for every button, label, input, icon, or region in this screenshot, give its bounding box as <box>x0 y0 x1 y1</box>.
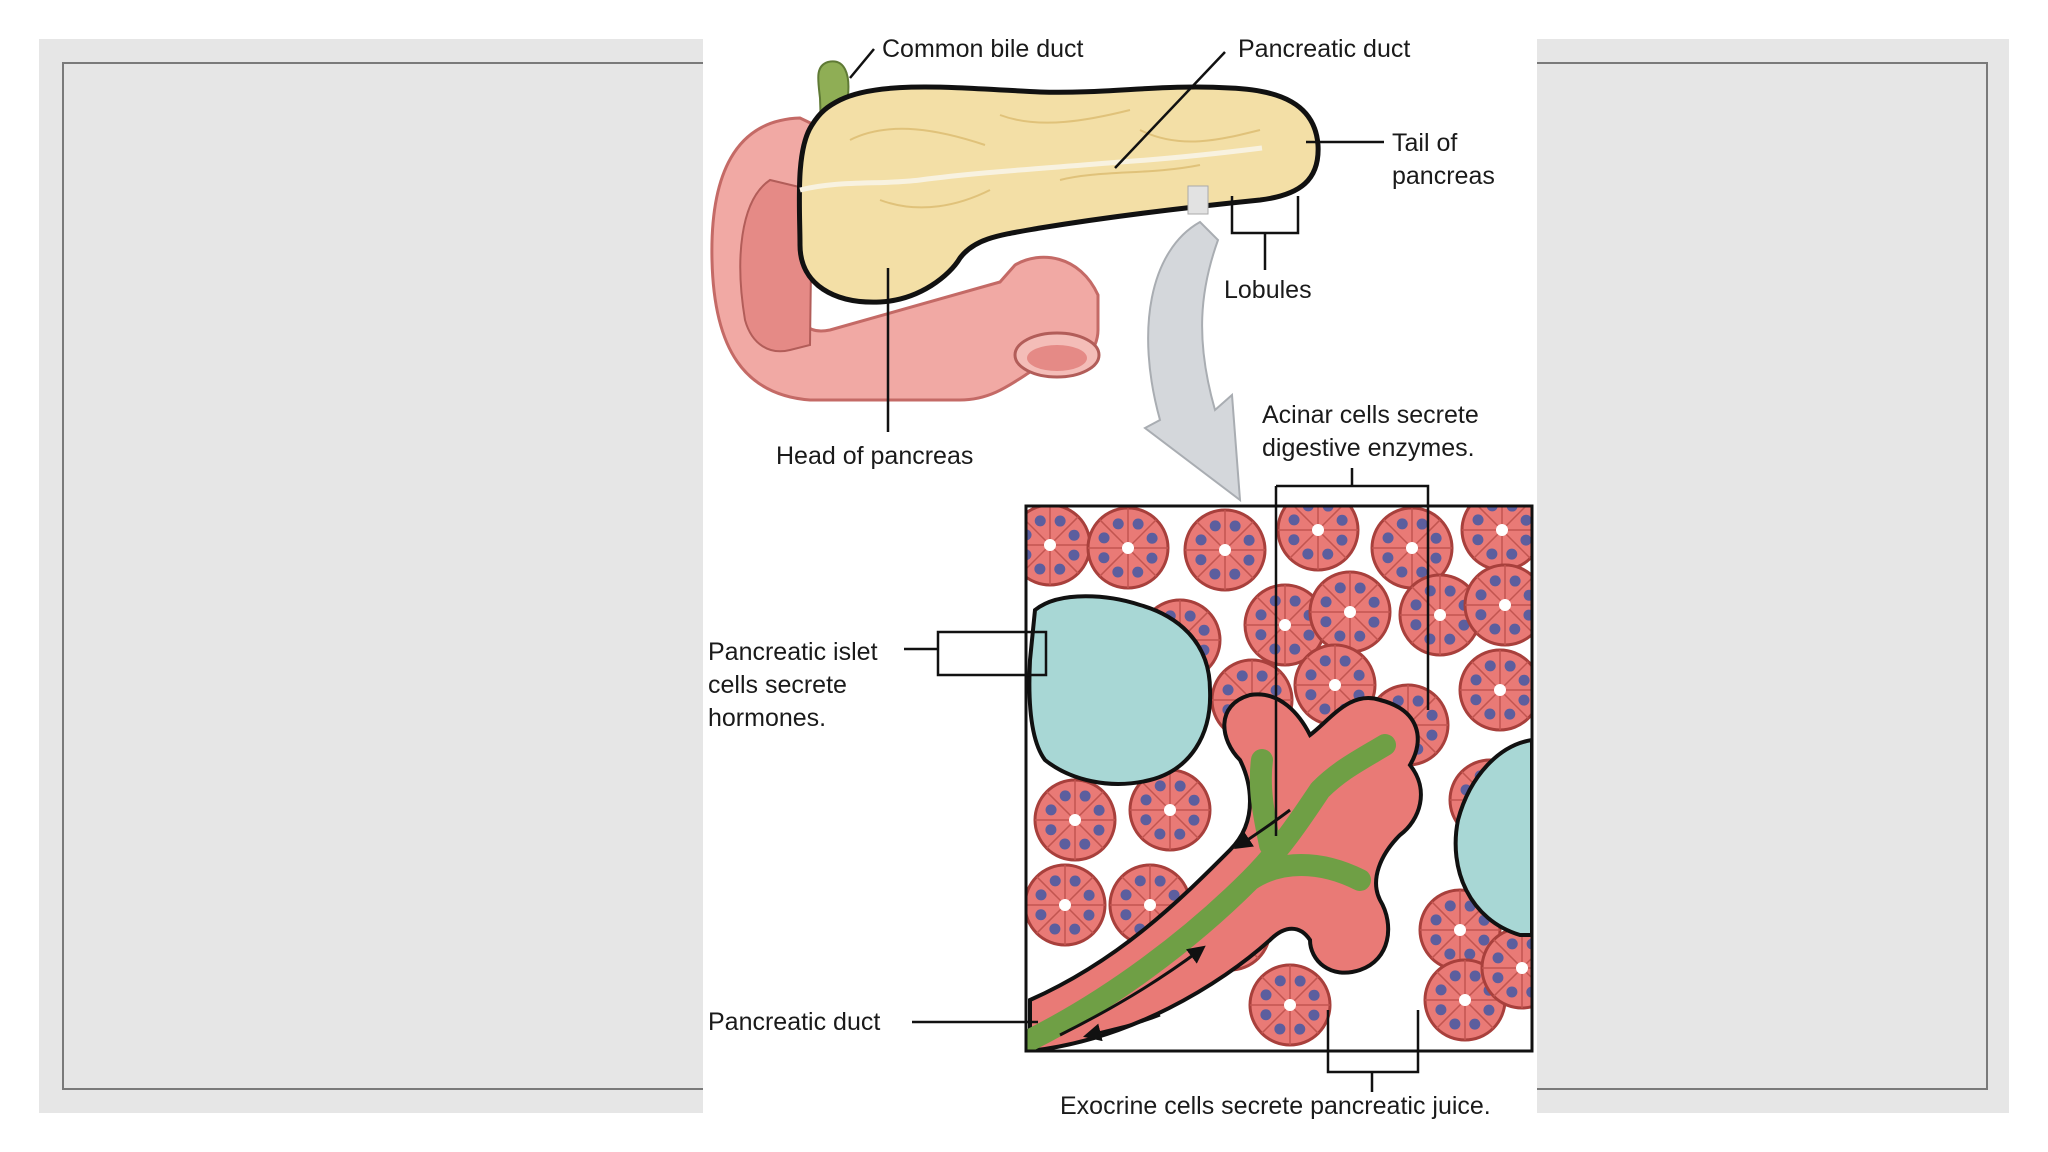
acinus-cluster <box>1460 506 1532 572</box>
acinus-cluster <box>1480 926 1532 1010</box>
label-tail-line2: pancreas <box>1392 162 1495 190</box>
acinus-cluster <box>1248 963 1332 1047</box>
label-islet-line1: Pancreatic islet <box>708 638 878 666</box>
label-tail-line1: Tail of <box>1392 129 1457 157</box>
duct-branches <box>1026 734 1396 1051</box>
leader-lines <box>849 48 1430 1092</box>
pancreatic-duct-channel <box>799 145 1263 193</box>
acinus-cluster <box>1458 648 1532 732</box>
label-islet-line3: hormones. <box>708 704 826 732</box>
acinus-cluster <box>1243 583 1327 667</box>
acinus-cluster <box>1086 506 1170 590</box>
acinus-cluster <box>1398 573 1482 657</box>
acinus-cluster <box>1276 506 1360 572</box>
zoom-arrow-shape <box>1143 220 1242 503</box>
label-pancreatic-duct-top: Pancreatic duct <box>1238 35 1410 63</box>
label-exocrine: Exocrine cells secrete pancreatic juice. <box>1060 1092 1491 1120</box>
label-common-bile-duct: Common bile duct <box>882 35 1084 63</box>
acinus-cluster <box>1033 778 1117 862</box>
label-acinar-line2: digestive enzymes. <box>1262 434 1475 462</box>
acinus-cluster <box>1026 506 1092 587</box>
acinus-cluster <box>1026 863 1107 947</box>
acinus-cluster <box>1370 506 1454 590</box>
tissue-detail-box <box>1024 504 1534 1053</box>
label-pancreatic-duct-bottom: Pancreatic duct <box>708 1008 880 1036</box>
acinus-cluster <box>1183 508 1267 592</box>
duodenum <box>710 116 1101 402</box>
label-lobules: Lobules <box>1224 276 1312 304</box>
acinus-cluster <box>1128 768 1212 852</box>
label-head-of-pancreas: Head of pancreas <box>776 442 973 470</box>
label-islet-line2: cells secrete <box>708 671 847 699</box>
pancreas-body <box>796 84 1321 305</box>
islet-shape-left <box>1027 594 1213 786</box>
islet-shape-right <box>1453 737 1532 937</box>
label-acinar-line1: Acinar cells secrete <box>1262 401 1479 429</box>
acinus-cluster <box>1463 563 1532 647</box>
acinus-cluster <box>1308 570 1392 654</box>
